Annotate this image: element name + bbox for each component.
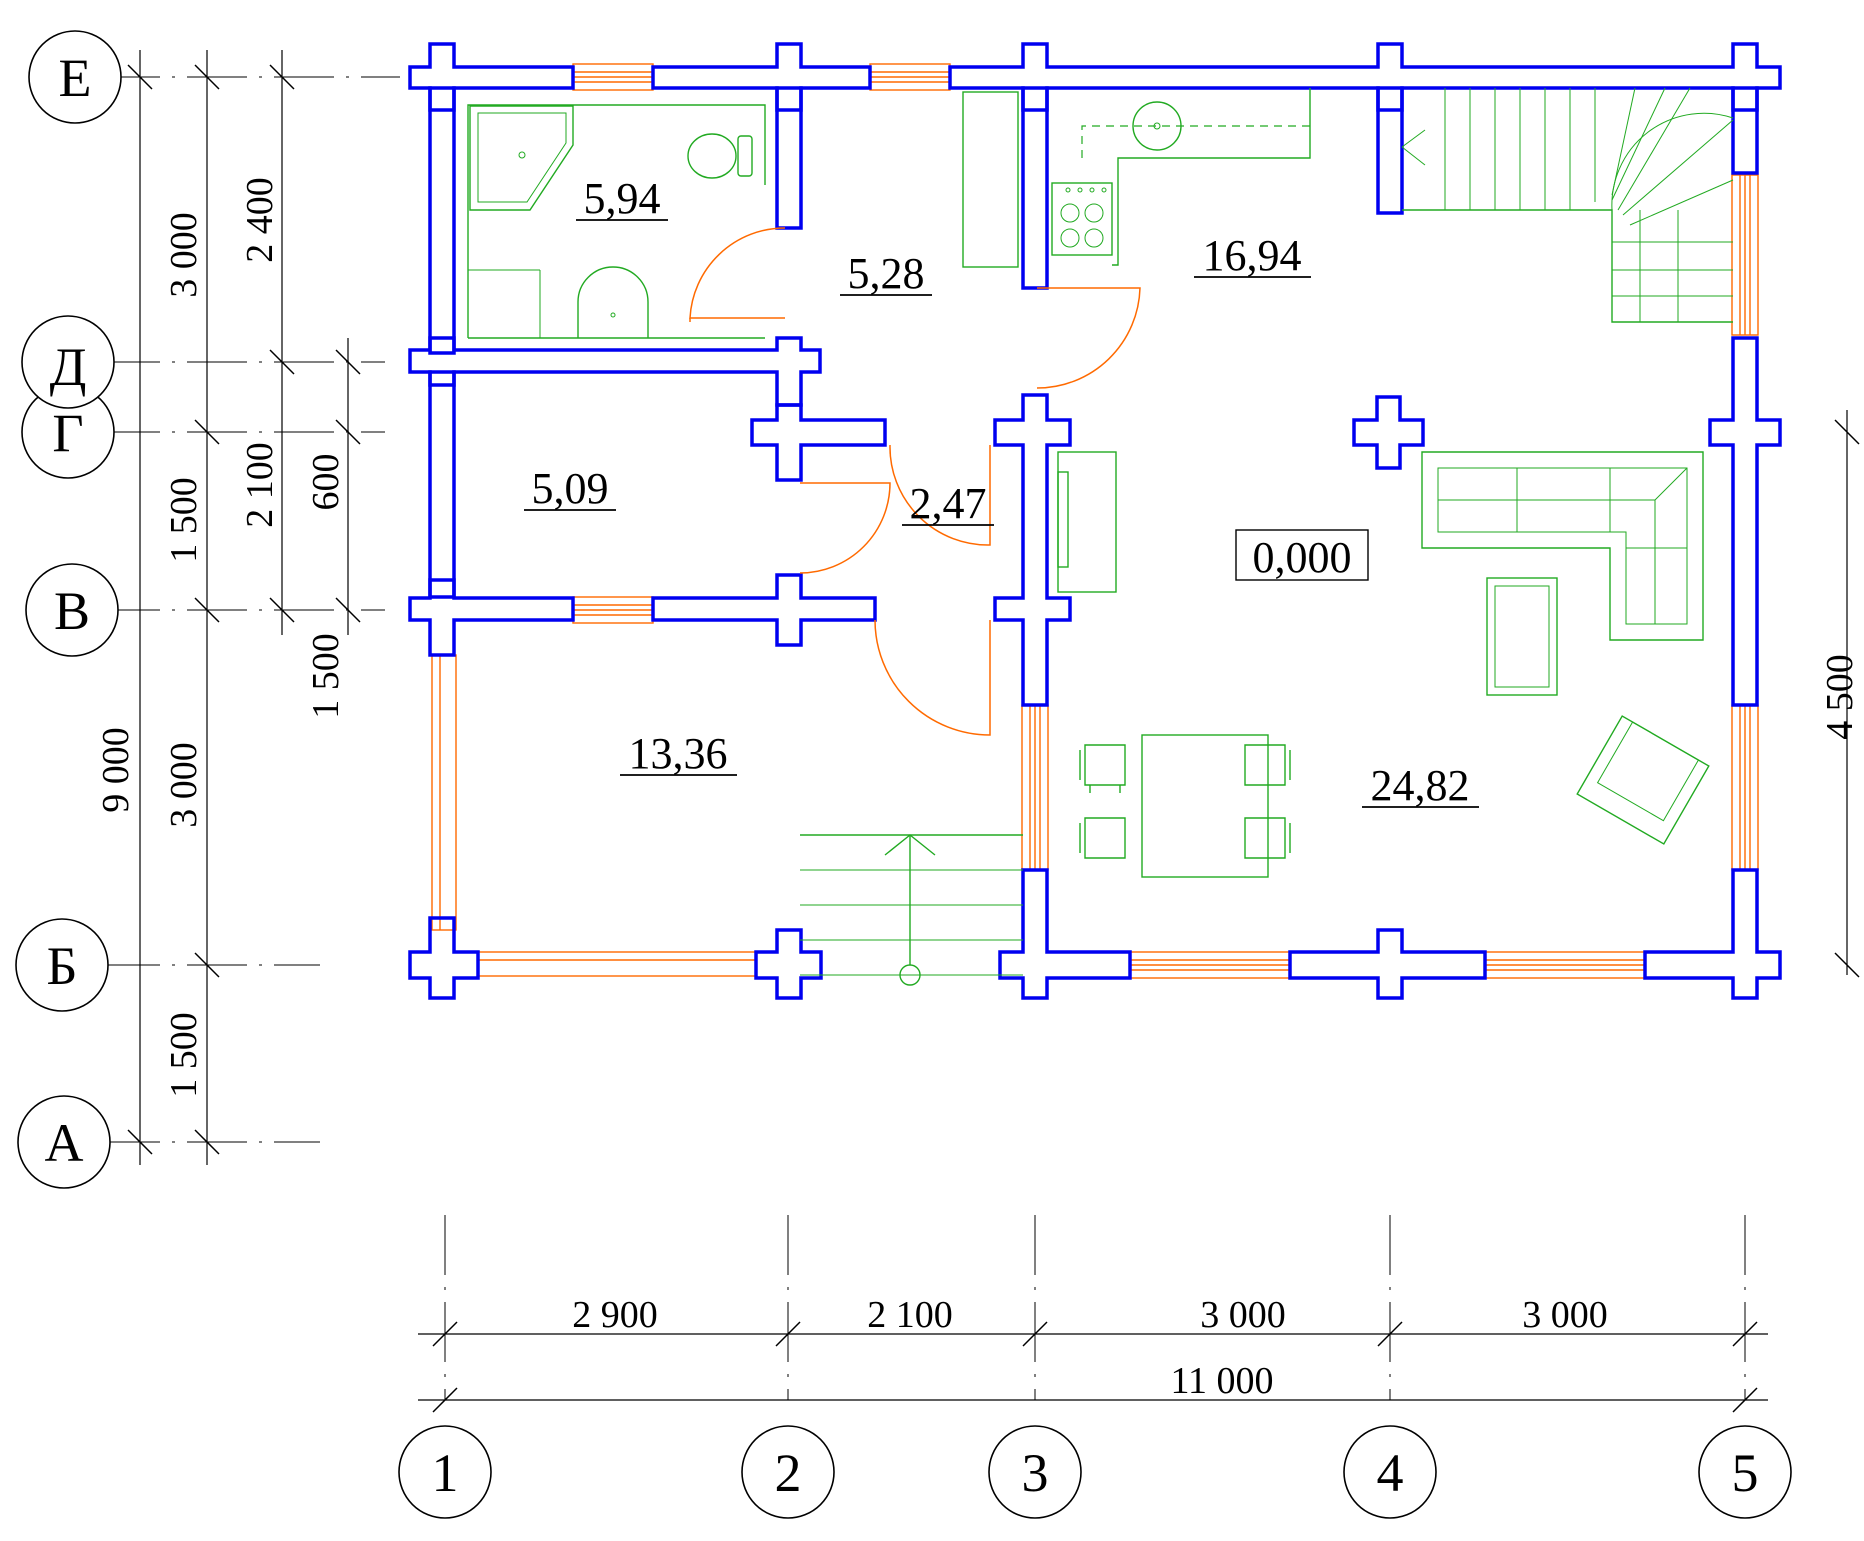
axis-row-d: Д (50, 337, 87, 397)
post-b-2 (754, 928, 823, 1000)
door-kitchen (1036, 287, 1141, 389)
room-area-terrace: 13,36 (629, 729, 728, 778)
post-b-1 (408, 916, 480, 1000)
stove-icon (1051, 182, 1113, 256)
shower-icon (469, 105, 574, 211)
room-area-living: 24,82 (1371, 761, 1470, 810)
dim-4-5: 3 000 (1522, 1294, 1608, 1336)
sofa-icon (1421, 451, 1704, 641)
terrace-railing-bottom (477, 951, 757, 977)
dim-3-4: 3 000 (1200, 1294, 1286, 1336)
window-top-hall (869, 63, 951, 91)
dim-total-vertical: 9 000 (95, 727, 137, 813)
wall-e-1 (408, 42, 575, 112)
axis-col-2: 2 (775, 1443, 802, 1503)
dim-d-g: 600 (305, 454, 347, 511)
toilet-icon (687, 133, 753, 179)
axis-col-1: 1 (432, 1443, 459, 1503)
wall-col1-upper (428, 86, 456, 355)
window-bottom-left (1129, 951, 1291, 979)
dim-e-g: 3 000 (163, 212, 205, 298)
wall-col2-upper (775, 86, 803, 230)
axis-col-5: 5 (1732, 1443, 1759, 1503)
window-mid-left (572, 596, 654, 624)
axis-row-a: А (45, 1113, 84, 1173)
stair-icon (1401, 87, 1734, 323)
wall-col5-upper (1731, 86, 1759, 175)
left-dimensions: 9 000 3 000 1 500 3 000 1 500 2 400 2 10… (95, 50, 361, 1165)
window-right-kitchen (1731, 174, 1759, 336)
kitchen-counter-left (962, 91, 1019, 268)
axis-row-g: Г (52, 403, 83, 463)
door-small-hall (889, 444, 991, 546)
wall-e-2 (651, 42, 872, 112)
right-dimension: 4 500 (1819, 410, 1861, 978)
wall-g-col5 (1708, 336, 1782, 707)
wall-b-col5 (1643, 868, 1782, 1000)
wall-col3-upper (1021, 86, 1049, 290)
door-entry (874, 619, 991, 736)
level-mark-text: 0,000 (1253, 533, 1352, 582)
dining-table-icon (1079, 734, 1291, 878)
column-axis-bubbles: 1 2 3 4 5 (398, 1425, 1792, 1519)
dim-e-d: 2 400 (239, 177, 281, 263)
dim-v-b: 3 000 (163, 742, 205, 828)
axis-lines (100, 76, 1746, 1400)
wall-col1-mid (428, 370, 456, 599)
door-closet (799, 482, 891, 574)
wall-v-left (408, 578, 575, 657)
wall-v-mid (651, 573, 877, 647)
axis-col-4: 4 (1377, 1443, 1404, 1503)
window-dining-left (1021, 704, 1049, 871)
wall-col4-upper (1376, 86, 1404, 215)
coffee-table (1486, 577, 1558, 696)
terrace-railing-left (431, 654, 457, 931)
wall-g-col3 (993, 393, 1072, 707)
room-area-bathroom: 5,94 (584, 174, 661, 223)
sink-icon (577, 266, 649, 338)
furniture (467, 87, 1734, 986)
dim-d-v: 2 100 (239, 442, 281, 528)
window-bottom-right (1484, 951, 1646, 979)
wall-g-left (750, 403, 887, 482)
dim-2-3: 2 100 (867, 1294, 953, 1336)
log-walls (408, 42, 1782, 1000)
dim-right: 4 500 (1819, 654, 1861, 740)
axis-col-3: 3 (1022, 1443, 1049, 1503)
room-area-storage: 5,09 (532, 464, 609, 513)
room-area-hall: 5,28 (848, 249, 925, 298)
wall-b-col3 (998, 868, 1132, 1000)
wall-b-col4 (1288, 928, 1487, 1000)
freestanding-column (1352, 395, 1425, 470)
fireplace-icon (1057, 451, 1117, 593)
axis-row-b: Б (46, 936, 77, 996)
dim-g-v-short: 1 500 (305, 633, 347, 719)
dim-g-v: 1 500 (163, 477, 205, 563)
room-labels: 5,94 5,28 16,94 5,09 2,47 13,36 24,82 (524, 174, 1479, 810)
dim-b-a: 1 500 (163, 1012, 205, 1098)
door-bathroom (689, 227, 786, 319)
window-top-bathroom (572, 63, 654, 91)
row-axis-bubbles: Е Д Г В Б А (15, 30, 122, 1189)
bottom-dimensions: 2 900 2 100 3 000 3 000 11 000 (418, 1294, 1768, 1413)
entry-stair (800, 834, 1023, 986)
window-right-living (1731, 704, 1759, 871)
doors (689, 227, 1141, 736)
level-mark: 0,000 (1235, 529, 1369, 582)
dim-1-2: 2 900 (572, 1294, 658, 1336)
room-area-corridor: 2,47 (910, 479, 987, 528)
axis-row-e: Е (59, 48, 92, 108)
axis-row-v: В (54, 581, 90, 641)
dim-total-horizontal: 11 000 (1170, 1360, 1273, 1402)
room-area-kitchen: 16,94 (1203, 231, 1302, 280)
wall-e-3 (948, 42, 1782, 112)
armchair-icon (1576, 715, 1710, 845)
wall-d-join (408, 336, 822, 407)
